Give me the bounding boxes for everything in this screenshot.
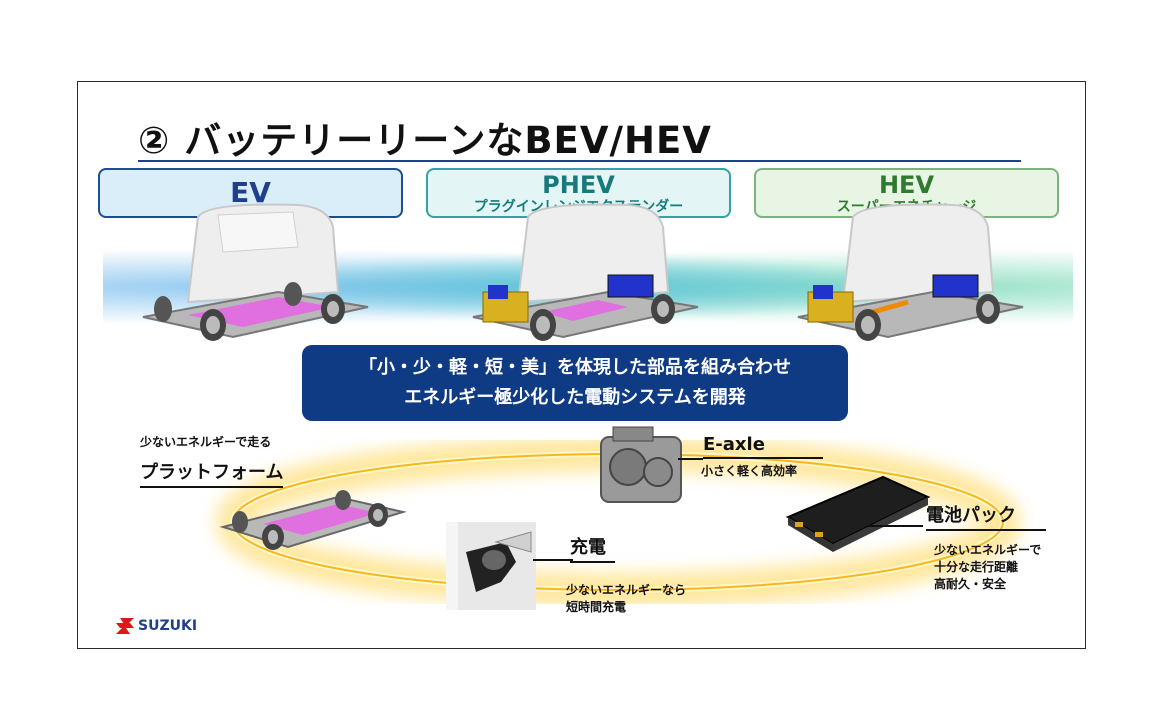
category-phev-name: PHEV	[542, 171, 615, 199]
suzuki-logo: SUZUKI	[116, 618, 197, 634]
e-axle-pointer	[678, 458, 703, 460]
battery-caption-1: 少ないエネルギーで	[934, 543, 1042, 557]
platform-caption: 少ないエネルギーで走る	[140, 435, 272, 449]
charging-pointer	[533, 559, 573, 561]
charging-port-image	[446, 522, 536, 610]
charging-label: 充電	[570, 533, 615, 563]
battery-pack-label: 電池パック	[926, 501, 1046, 531]
battery-caption-3: 高耐久・安全	[934, 577, 1007, 591]
slide-title: ② バッテリーリーンなBEV/HEV	[138, 119, 712, 162]
platform-chassis-image	[219, 490, 407, 550]
title-underline	[138, 160, 1021, 162]
platform-label: プラットフォーム	[140, 458, 284, 488]
ev-car-chassis-image	[142, 203, 369, 341]
e-axle-label: E-axle	[703, 434, 823, 459]
category-ev-name: EV	[230, 176, 271, 209]
banner-line-1: 「小・少・軽・短・美」を体現した部品を組み合わせ	[359, 357, 791, 378]
category-hev-name: HEV	[878, 171, 935, 199]
battery-pack-image	[785, 475, 931, 552]
e-axle-caption: 小さく軽く高効率	[701, 464, 798, 478]
phev-car-chassis-image	[472, 203, 699, 341]
slide: ② バッテリーリーンなBEV/HEV EV PHEV プラグインレンジエクステン…	[77, 81, 1086, 649]
battery-pointer	[868, 525, 923, 527]
battery-caption-2: 十分な走行距離	[934, 560, 1019, 574]
hev-car-chassis-image	[797, 203, 1024, 341]
charging-caption-2: 短時間充電	[566, 600, 627, 614]
suzuki-s-logo-icon	[116, 618, 134, 634]
category-phev-box: PHEV プラグインレンジエクステンダー	[426, 168, 731, 218]
key-message-banner: 「小・少・軽・短・美」を体現した部品を組み合わせ エネルギー極少化した電動システ…	[302, 345, 848, 421]
banner-line-2: エネルギー極少化した電動システムを開発	[404, 387, 746, 408]
charging-caption-1: 少ないエネルギーなら	[566, 583, 687, 597]
suzuki-logo-text: SUZUKI	[138, 618, 198, 634]
category-ev-box: EV	[98, 168, 403, 218]
e-axle-image	[600, 426, 682, 503]
